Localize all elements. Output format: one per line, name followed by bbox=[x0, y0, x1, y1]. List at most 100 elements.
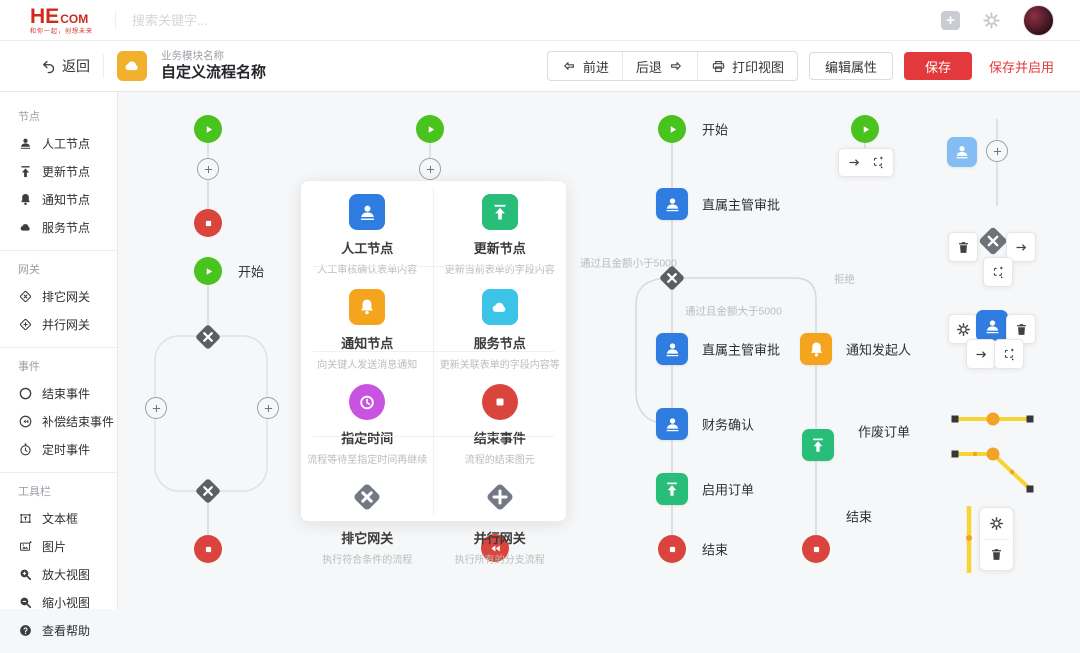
diamond-plus-icon bbox=[18, 317, 33, 332]
node-label: 财务确认 bbox=[702, 417, 755, 433]
back-button[interactable]: 返回 bbox=[40, 56, 90, 76]
palette-cell-desc: 向关键人发送消息通知 bbox=[317, 360, 418, 371]
gear-icon[interactable] bbox=[982, 11, 1001, 30]
update-task-node[interactable] bbox=[802, 429, 834, 461]
add-node-button[interactable] bbox=[145, 397, 167, 419]
sidebar-item-timer-event[interactable]: 定时事件 bbox=[0, 435, 117, 463]
sidebar-item-help[interactable]: 查看帮助 bbox=[0, 616, 117, 644]
sidebar-item-service-node[interactable]: 服务节点 bbox=[0, 213, 117, 241]
sidebar-item-update-node[interactable]: 更新节点 bbox=[0, 157, 117, 185]
forward-button[interactable]: 前进 bbox=[548, 52, 622, 80]
sidebar-item-notify-node[interactable]: 通知节点 bbox=[0, 185, 117, 213]
back-arrow-icon bbox=[40, 58, 57, 75]
flow-canvas[interactable]: 开始 人工节点 人工审核确认表单内容 更新节点 更新当前表单的字段内容 bbox=[118, 92, 1080, 609]
gateway-exclusive[interactable] bbox=[978, 226, 1007, 255]
start-event-node[interactable] bbox=[658, 115, 686, 143]
start-event-node[interactable] bbox=[194, 257, 222, 285]
start-event-node[interactable] bbox=[416, 115, 444, 143]
sidebar-item-textbox[interactable]: 文本框 bbox=[0, 504, 117, 532]
palette-cell-parallel-gateway[interactable]: 并行网关 执行所有的分支流程 bbox=[434, 466, 567, 566]
end-event-node[interactable] bbox=[802, 535, 830, 563]
palette-cell-desc: 流程的结束图元 bbox=[464, 455, 535, 466]
sidebar-item-compensate-end-event[interactable]: 补偿结束事件 bbox=[0, 407, 117, 435]
connector-settings-button[interactable] bbox=[980, 508, 1013, 539]
backward-button[interactable]: 后退 bbox=[621, 52, 697, 80]
popup-divider bbox=[313, 351, 554, 352]
sidebar-item-label: 通知节点 bbox=[42, 192, 91, 207]
connector-handle-bent[interactable] bbox=[951, 447, 1034, 493]
arrow-right-icon[interactable] bbox=[847, 155, 862, 170]
print-view-button[interactable]: 打印视图 bbox=[696, 52, 797, 80]
stop-icon bbox=[665, 542, 680, 557]
sidebar-section-nodes: 节点 人工节点 更新节点 通知节点 服务节点 bbox=[0, 98, 117, 251]
edit-properties-button[interactable]: 编辑属性 bbox=[808, 52, 893, 80]
palette-cell-update-node[interactable]: 更新节点 更新当前表单的字段内容 bbox=[434, 181, 567, 276]
copy-node-button[interactable] bbox=[994, 339, 1024, 369]
user-task-node[interactable] bbox=[656, 408, 688, 440]
palette-cell-service-node[interactable]: 服务节点 更新关联表单的字段内容等 bbox=[434, 276, 567, 371]
copy-icon[interactable] bbox=[871, 155, 886, 170]
palette-cell-user-node[interactable]: 人工节点 人工审核确认表单内容 bbox=[301, 181, 434, 276]
user-task-node[interactable] bbox=[656, 188, 688, 220]
gateway-exclusive[interactable] bbox=[195, 478, 221, 504]
palette-cell-title: 排它网关 bbox=[341, 531, 394, 546]
popup-divider bbox=[313, 436, 554, 437]
compensate-end-node[interactable] bbox=[481, 534, 509, 562]
sidebar-item-exclusive-gateway[interactable]: 排它网关 bbox=[0, 282, 117, 310]
update-task-node[interactable] bbox=[656, 473, 688, 505]
exclusive-gateway-icon bbox=[349, 479, 385, 520]
start-event-node[interactable] bbox=[194, 115, 222, 143]
backward-label: 后退 bbox=[635, 59, 662, 75]
sidebar-item-user-node[interactable]: 人工节点 bbox=[0, 129, 117, 157]
user-task-node-ghost[interactable] bbox=[947, 137, 977, 167]
palette-cell-timer-event[interactable]: 指定时间 流程等待至指定时间再继续 bbox=[301, 371, 434, 466]
connector-handle-horizontal[interactable] bbox=[951, 412, 1034, 426]
add-node-button[interactable] bbox=[419, 158, 441, 180]
node-label: 直属主管审批 bbox=[702, 342, 781, 358]
sidebar-item-image[interactable]: 图片 bbox=[0, 532, 117, 560]
add-icon[interactable]: + bbox=[941, 10, 960, 30]
search-input[interactable] bbox=[130, 11, 455, 29]
user-task-node[interactable] bbox=[976, 310, 1008, 342]
palette-cell-exclusive-gateway[interactable]: 排它网关 执行符合条件的流程 bbox=[301, 466, 434, 566]
start-event-node[interactable] bbox=[851, 115, 879, 143]
sidebar-item-zoom-in[interactable]: 放大视图 bbox=[0, 560, 117, 588]
sidebar-item-end-event[interactable]: 结束事件 bbox=[0, 379, 117, 407]
end-event-node[interactable] bbox=[194, 535, 222, 563]
sidebar-section-gateways: 网关 排它网关 并行网关 bbox=[0, 251, 117, 348]
gateway-exclusive[interactable] bbox=[195, 324, 221, 350]
user-icon bbox=[663, 415, 682, 434]
toolbar-divider bbox=[984, 538, 1009, 540]
end-event-node[interactable] bbox=[658, 535, 686, 563]
save-button[interactable]: 保存 bbox=[903, 52, 972, 80]
delete-node-button[interactable] bbox=[948, 232, 978, 262]
gear-icon bbox=[956, 322, 971, 337]
avatar[interactable] bbox=[1023, 4, 1054, 36]
add-node-button[interactable] bbox=[986, 140, 1008, 162]
trash-icon bbox=[956, 240, 971, 255]
end-event-node[interactable] bbox=[194, 209, 222, 237]
add-node-button[interactable] bbox=[197, 158, 219, 180]
copy-node-button[interactable] bbox=[983, 257, 1013, 287]
connect-node-button[interactable] bbox=[966, 339, 996, 369]
palette-sidebar: 节点 人工节点 更新节点 通知节点 服务节点 网关 排它网关 并行网关 事件 结… bbox=[0, 92, 118, 638]
palette-cell-end-event[interactable]: 结束事件 流程的结束图元 bbox=[434, 371, 567, 466]
sidebar-item-parallel-gateway[interactable]: 并行网关 bbox=[0, 310, 117, 338]
stop-icon bbox=[809, 542, 824, 557]
user-task-node[interactable] bbox=[656, 333, 688, 365]
upload-icon bbox=[18, 164, 33, 179]
palette-cell-notify-node[interactable]: 通知节点 向关键人发送消息通知 bbox=[301, 276, 434, 371]
gateway-exclusive[interactable] bbox=[659, 265, 685, 291]
connector-handle-vertical[interactable] bbox=[966, 506, 972, 573]
connector-delete-button[interactable] bbox=[980, 540, 1013, 571]
popup-divider bbox=[313, 266, 554, 267]
trash-icon bbox=[1014, 322, 1029, 337]
section-title: 节点 bbox=[18, 111, 40, 123]
sidebar-item-zoom-out[interactable]: 缩小视图 bbox=[0, 588, 117, 616]
add-node-button[interactable] bbox=[257, 397, 279, 419]
notify-task-node[interactable] bbox=[800, 333, 832, 365]
section-title: 工具栏 bbox=[18, 486, 51, 498]
plus-icon bbox=[424, 163, 437, 176]
save-and-enable-button[interactable]: 保存并启用 bbox=[988, 59, 1054, 75]
plus-icon bbox=[991, 145, 1004, 158]
